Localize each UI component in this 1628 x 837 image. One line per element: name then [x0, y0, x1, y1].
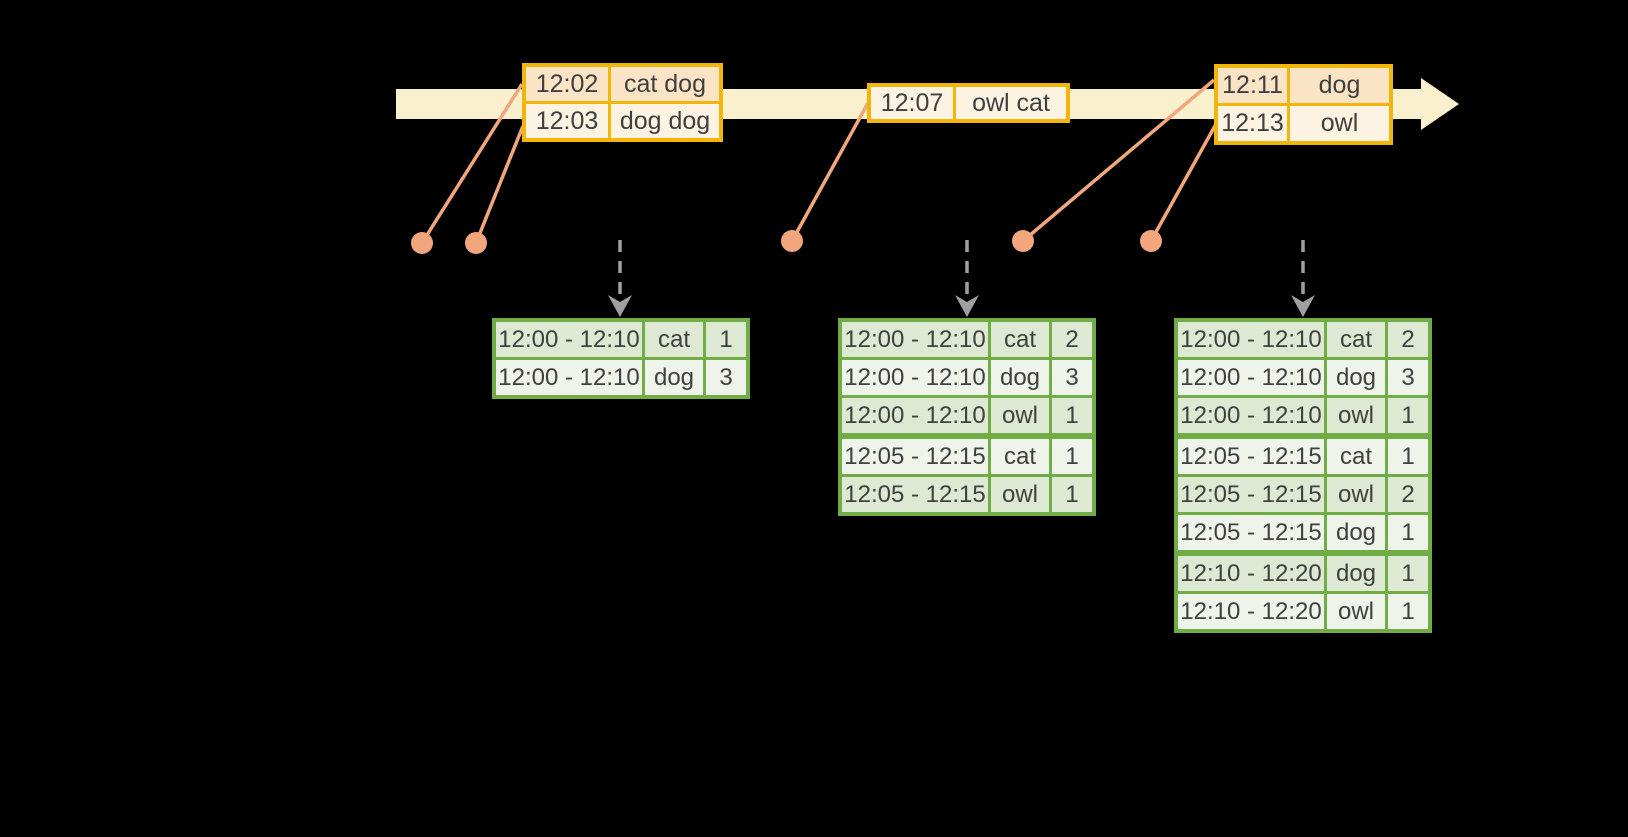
window-cell: 12:00 - 12:10 [1178, 398, 1324, 433]
result-row: 12:00 - 12:10 dog 3 [842, 360, 1092, 395]
event-row: 12:02 cat dog [526, 67, 719, 101]
window-cell: 12:10 - 12:20 [1178, 594, 1324, 629]
event-time: 12:11 [1218, 68, 1287, 103]
word-cell: owl [991, 398, 1049, 433]
window-cell: 12:05 - 12:15 [1178, 439, 1324, 474]
word-cell: owl [991, 477, 1049, 512]
event-dot-icon [1140, 230, 1162, 252]
event-time: 12:07 [871, 87, 953, 119]
event-words: owl [1290, 106, 1389, 141]
window-cell: 12:10 - 12:20 [1178, 556, 1324, 591]
event-dot-icon [411, 232, 433, 254]
connector-line [1021, 78, 1216, 243]
window-cell: 12:00 - 12:10 [1178, 360, 1324, 395]
word-cell: dog [645, 360, 703, 395]
event-row: 12:13 owl [1218, 106, 1389, 141]
count-cell: 1 [1388, 439, 1428, 474]
event-row: 12:03 dog dog [526, 104, 719, 138]
count-cell: 3 [1388, 360, 1428, 395]
window-cell: 12:00 - 12:10 [496, 360, 642, 395]
result-row: 12:05 - 12:15 dog 1 [1178, 515, 1428, 550]
event-row: 12:07 owl cat [871, 87, 1066, 119]
event-dot-icon [781, 230, 803, 252]
word-cell: dog [1327, 556, 1385, 591]
count-cell: 3 [1052, 360, 1092, 395]
event-dot-icon [1012, 230, 1034, 252]
event-words: owl cat [956, 87, 1066, 119]
connector-line [790, 102, 870, 242]
event-table-2: 12:07 owl cat [867, 83, 1070, 123]
word-cell: cat [991, 439, 1049, 474]
count-cell: 1 [1388, 398, 1428, 433]
word-cell: cat [1327, 439, 1385, 474]
window-cell: 12:00 - 12:10 [842, 398, 988, 433]
event-words: dog [1290, 68, 1389, 103]
trigger-arrowhead-icon [608, 295, 632, 317]
word-cell: dog [1327, 360, 1385, 395]
count-cell: 1 [1388, 515, 1428, 550]
word-cell: owl [1327, 398, 1385, 433]
result-row: 12:10 - 12:20 dog 1 [1178, 556, 1428, 591]
window-cell: 12:05 - 12:15 [842, 439, 988, 474]
result-row: 12:00 - 12:10 dog 3 [496, 360, 746, 395]
count-cell: 2 [1388, 322, 1428, 357]
count-cell: 2 [1052, 322, 1092, 357]
count-cell: 1 [1388, 556, 1428, 591]
result-table-1: 12:00 - 12:10 cat 1 12:00 - 12:10 dog 3 [492, 318, 750, 399]
trigger-arrowhead-icon [955, 295, 979, 317]
window-cell: 12:00 - 12:10 [842, 322, 988, 357]
word-cell: cat [1327, 322, 1385, 357]
result-row: 12:00 - 12:10 owl 1 [1178, 398, 1428, 433]
window-cell: 12:00 - 12:10 [1178, 322, 1324, 357]
result-row: 12:10 - 12:20 owl 1 [1178, 594, 1428, 629]
event-dot-icon [465, 232, 487, 254]
event-time: 12:02 [526, 67, 608, 101]
event-row: 12:11 dog [1218, 68, 1389, 103]
result-table-2: 12:00 - 12:10 cat 2 12:00 - 12:10 dog 3 … [838, 318, 1096, 516]
count-cell: 1 [1052, 439, 1092, 474]
result-row: 12:00 - 12:10 cat 2 [1178, 322, 1428, 357]
connector-line [474, 125, 525, 244]
result-row: 12:00 - 12:10 cat 1 [496, 322, 746, 357]
window-cell: 12:05 - 12:15 [842, 477, 988, 512]
result-row: 12:00 - 12:10 owl 1 [842, 398, 1092, 433]
window-cell: 12:00 - 12:10 [842, 360, 988, 395]
connector-line [1149, 123, 1218, 242]
window-cell: 12:05 - 12:15 [1178, 515, 1324, 550]
count-cell: 1 [1052, 398, 1092, 433]
event-time: 12:03 [526, 104, 608, 138]
result-row: 12:00 - 12:10 cat 2 [842, 322, 1092, 357]
event-table-3: 12:11 dog 12:13 owl [1214, 64, 1393, 145]
word-cell: cat [645, 322, 703, 357]
window-cell: 12:00 - 12:10 [496, 322, 642, 357]
word-cell: owl [1327, 594, 1385, 629]
count-cell: 3 [706, 360, 746, 395]
event-words: dog dog [611, 104, 719, 138]
event-table-1: 12:02 cat dog 12:03 dog dog [522, 63, 723, 142]
count-cell: 2 [1388, 477, 1428, 512]
event-time: 12:13 [1218, 106, 1287, 141]
trigger-arrowhead-icon [1291, 295, 1315, 317]
result-table-3: 12:00 - 12:10 cat 2 12:00 - 12:10 dog 3 … [1174, 318, 1432, 633]
word-cell: cat [991, 322, 1049, 357]
window-cell: 12:05 - 12:15 [1178, 477, 1324, 512]
word-cell: dog [1327, 515, 1385, 550]
result-row: 12:05 - 12:15 owl 2 [1178, 477, 1428, 512]
connector-line [420, 83, 524, 244]
word-cell: owl [1327, 477, 1385, 512]
count-cell: 1 [1052, 477, 1092, 512]
word-cell: dog [991, 360, 1049, 395]
result-row: 12:00 - 12:10 dog 3 [1178, 360, 1428, 395]
count-cell: 1 [706, 322, 746, 357]
count-cell: 1 [1388, 594, 1428, 629]
event-words: cat dog [611, 67, 719, 101]
result-row: 12:05 - 12:15 owl 1 [842, 477, 1092, 512]
result-row: 12:05 - 12:15 cat 1 [842, 439, 1092, 474]
result-row: 12:05 - 12:15 cat 1 [1178, 439, 1428, 474]
